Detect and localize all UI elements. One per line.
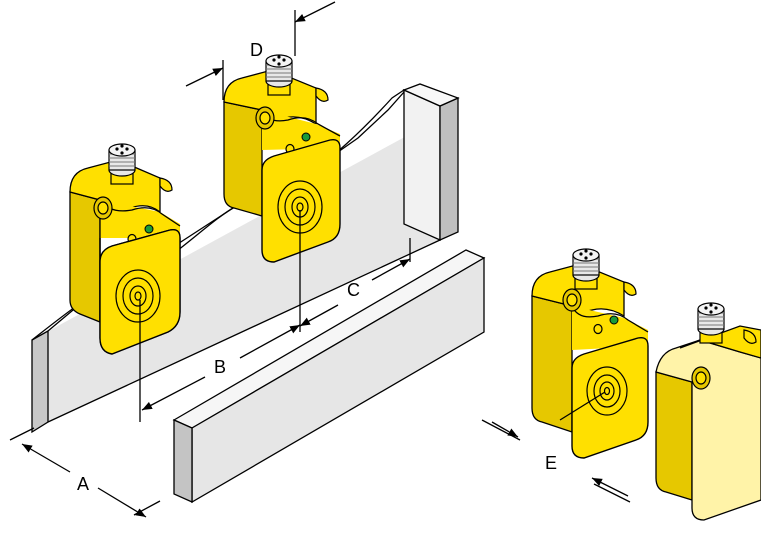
dimension-label-a: A: [77, 474, 89, 494]
sensor-left: [69, 143, 181, 355]
dimension-label-b: B: [214, 357, 226, 377]
dimension-lines: [9, 10, 631, 516]
sensor-middle: [223, 54, 341, 263]
dimension-label-d: D: [250, 40, 263, 60]
dimension-label-c: C: [347, 280, 360, 300]
dimension-arrows: [21, 1, 629, 518]
dimension-label-e: E: [545, 453, 557, 473]
front-wall: [172, 249, 486, 504]
back-wall: [31, 83, 460, 434]
sensor-right-front: [531, 248, 649, 459]
sensor-right-back: [655, 302, 761, 521]
